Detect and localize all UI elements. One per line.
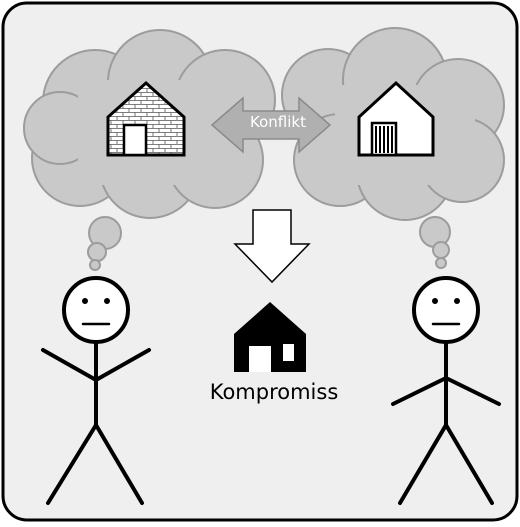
right-stick-figure [391,276,501,505]
brick-house-icon [106,80,186,157]
compromise-label: Kompromiss [209,380,339,404]
wooden-door-house-icon [357,80,435,157]
left-stick-figure [41,276,151,505]
left-thought-bubbles [87,216,122,271]
right-figure-head [412,276,480,344]
conflict-label: Konflikt [250,113,306,131]
down-arrow [233,209,311,284]
left-figure-head [62,276,130,344]
conflict-arrow [210,96,332,154]
right-thought-bubbles [419,216,451,269]
black-house-icon [234,302,306,372]
